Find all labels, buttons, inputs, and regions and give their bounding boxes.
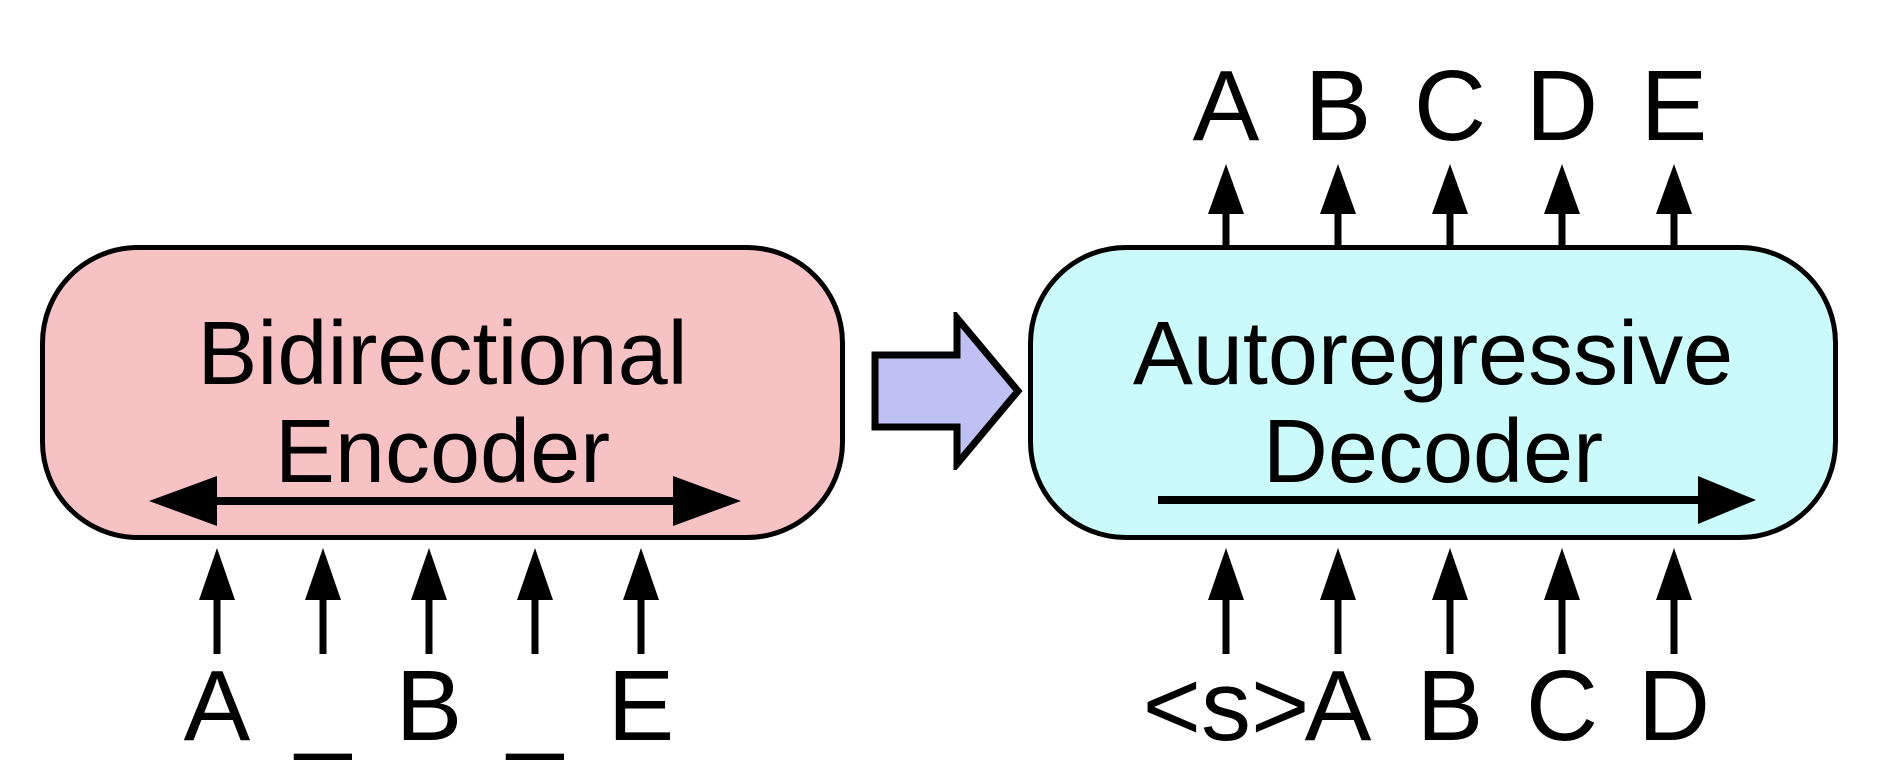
encoder-input-token: B xyxy=(395,650,463,762)
decoder-output-column: E xyxy=(1618,56,1730,250)
up-arrow-icon xyxy=(517,548,553,654)
up-arrow-icon xyxy=(1656,164,1692,250)
decoder-output-column: C xyxy=(1394,56,1506,250)
encoder-input-token: _ xyxy=(295,650,351,762)
decoder-input-column: D xyxy=(1618,546,1730,756)
up-arrow-icon xyxy=(1544,164,1580,250)
encoder-label: Bidirectional Encoder xyxy=(45,305,840,501)
encoder-input-column: E xyxy=(588,546,694,756)
decoder-input-row: <s> A B C D xyxy=(1143,546,1730,756)
block-arrow-icon xyxy=(871,312,1023,470)
up-arrow-icon xyxy=(623,548,659,654)
encoder-input-token: E xyxy=(607,650,675,762)
up-arrow-icon xyxy=(1208,548,1244,654)
up-arrow-icon xyxy=(199,548,235,654)
decoder-input-token: <s> xyxy=(1142,650,1310,762)
encoder-input-token: A xyxy=(183,650,251,762)
decoder-output-token: C xyxy=(1413,50,1487,162)
encoder-input-column: _ xyxy=(270,546,376,756)
encoder-label-line1: Bidirectional xyxy=(197,304,688,404)
encoder-input-token: _ xyxy=(507,650,563,762)
bidirectional-arrow-icon xyxy=(149,476,741,526)
decoder-label-line2: Decoder xyxy=(1262,402,1604,502)
decoder-output-token: A xyxy=(1192,50,1260,162)
decoder-input-column: C xyxy=(1506,546,1618,756)
decoder-input-token: C xyxy=(1525,650,1599,762)
up-arrow-icon xyxy=(1320,548,1356,654)
encoder-input-column: A xyxy=(164,546,270,756)
encoder-box: Bidirectional Encoder xyxy=(40,245,845,540)
decoder-output-column: D xyxy=(1506,56,1618,250)
decoder-input-column: <s> xyxy=(1143,546,1309,756)
up-arrow-icon xyxy=(1656,548,1692,654)
encoder-label-line2: Encoder xyxy=(274,402,611,502)
up-arrow-icon xyxy=(1208,164,1244,250)
right-arrow-icon xyxy=(1158,476,1756,524)
decoder-input-column: A xyxy=(1282,546,1394,756)
decoder-label-line1: Autoregressive xyxy=(1132,304,1734,404)
decoder-output-column: B xyxy=(1282,56,1394,250)
decoder-output-row: A B C D E xyxy=(1170,56,1730,250)
decoder-output-token: D xyxy=(1525,50,1599,162)
up-arrow-icon xyxy=(1432,548,1468,654)
decoder-input-token: D xyxy=(1637,650,1711,762)
decoder-input-token: A xyxy=(1304,650,1372,762)
up-arrow-icon xyxy=(1544,548,1580,654)
decoder-output-token: E xyxy=(1640,50,1708,162)
encoder-input-column: B xyxy=(376,546,482,756)
decoder-label: Autoregressive Decoder xyxy=(1033,305,1833,501)
decoder-output-token: B xyxy=(1304,50,1372,162)
decoder-input-token: B xyxy=(1416,650,1484,762)
up-arrow-icon xyxy=(411,548,447,654)
decoder-input-column: B xyxy=(1394,546,1506,756)
decoder-box: Autoregressive Decoder xyxy=(1028,245,1838,540)
up-arrow-icon xyxy=(1432,164,1468,250)
up-arrow-icon xyxy=(305,548,341,654)
up-arrow-icon xyxy=(1320,164,1356,250)
encoder-input-row: A _ B _ E xyxy=(164,546,694,756)
encoder-input-column: _ xyxy=(482,546,588,756)
decoder-output-column: A xyxy=(1170,56,1282,250)
